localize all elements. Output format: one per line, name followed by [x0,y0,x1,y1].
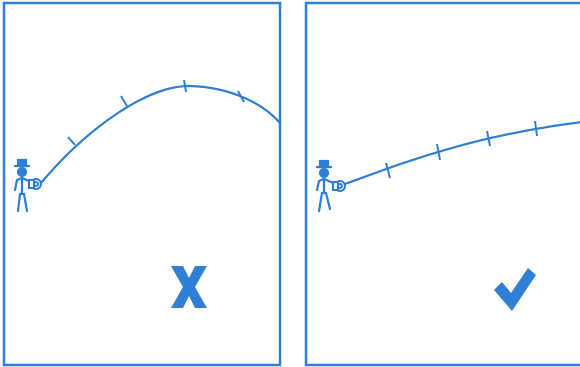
distance-tick [385,162,391,179]
distance-tick [237,90,245,103]
x-mark-icon [171,266,207,308]
person-figure-icon [315,159,339,213]
panel-frame [304,1,580,367]
panel-correct [304,1,580,367]
distance-tick [486,130,491,147]
distance-tick [67,136,76,146]
distance-tick-marks [67,79,245,146]
cable-line-low-flat [344,121,580,186]
cable-reel-icon [28,178,42,190]
check-mark-icon [494,268,536,311]
distance-tick [436,143,441,161]
distance-tick [183,79,187,93]
distance-tick-marks [385,120,538,179]
person-figure-icon [13,158,36,213]
panel-incorrect [2,1,282,367]
panel-frame [2,1,282,367]
cable-reel-icon [332,180,346,192]
distance-tick [120,95,128,107]
distance-tick [534,120,538,137]
